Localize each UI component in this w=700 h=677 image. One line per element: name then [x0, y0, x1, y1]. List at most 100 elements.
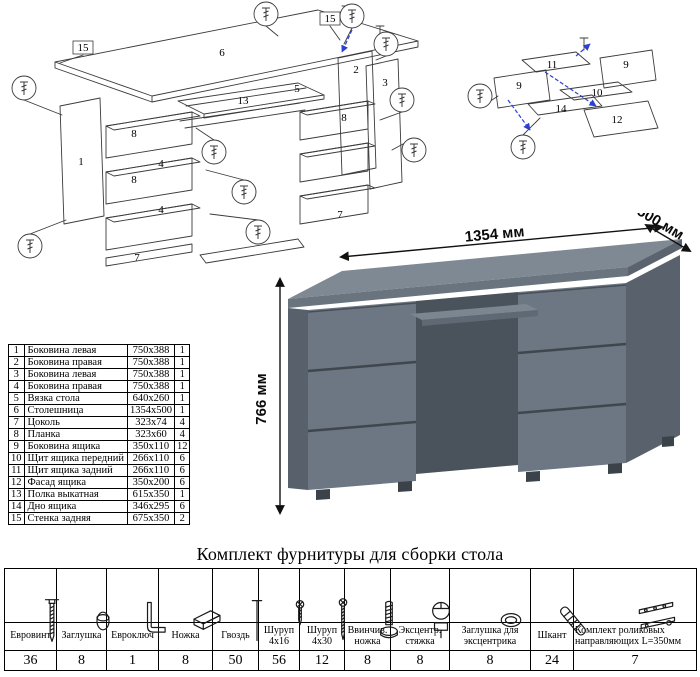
hex-key-icon	[146, 601, 166, 633]
fastener-callout-icon	[17, 233, 43, 259]
cap-icon	[95, 611, 110, 630]
screw-4x16-icon	[295, 599, 305, 625]
part-name: Цоколь	[23, 416, 128, 430]
diagram-part-label: 2	[353, 64, 359, 76]
diagram-part-label: 10	[592, 87, 604, 99]
part-size: 750x388	[126, 380, 175, 394]
diagram-part-label: 9	[623, 59, 629, 71]
part-name: Стенка задняя	[23, 512, 128, 526]
part-name: Щит ящика задний	[23, 464, 128, 478]
diagram-part-label: 1	[78, 156, 84, 168]
hardware-icon-cell	[106, 568, 166, 633]
fastener-callout-icon	[467, 83, 493, 109]
part-size: 750x388	[126, 343, 175, 358]
part-size: 350x110	[126, 440, 175, 454]
hardware-qty: 8	[56, 650, 107, 671]
hardware-icon-cell	[573, 568, 697, 629]
part-name: Боковина левая	[23, 368, 128, 382]
hardware-icon-cell	[530, 568, 586, 636]
screw-4x30-icon	[338, 597, 348, 640]
diagram-part-label: 7	[134, 252, 140, 264]
diagram-part-label: 12	[612, 114, 623, 126]
hardware-icon-cell	[212, 568, 262, 641]
part-qty: 6	[173, 464, 191, 478]
part-qty: 1	[173, 356, 191, 370]
assembly-direction-arrows	[341, 29, 597, 131]
part-size: 750x388	[126, 368, 175, 382]
part-number: 3	[8, 368, 25, 382]
hardware-qty: 8	[344, 650, 391, 671]
fastener-callout-icon	[339, 3, 365, 29]
hardware-qty: 8	[390, 650, 450, 671]
hardware-icon-cell	[258, 568, 305, 625]
part-size: 323x60	[126, 428, 175, 442]
part-number: 5	[8, 392, 25, 406]
part-size: 675x350	[126, 512, 175, 526]
diagram-part-label: 3	[382, 77, 388, 89]
part-size: 640x260	[126, 392, 175, 406]
roller-guides-icon	[638, 601, 676, 629]
part-name: Полка выкатная	[23, 488, 128, 502]
hardware-qty: 8	[158, 650, 213, 671]
hardware-icon-cell	[158, 568, 221, 630]
hardware-qty: 24	[530, 650, 574, 671]
fastener-callout-icon	[11, 75, 37, 101]
part-qty: 12	[173, 440, 191, 454]
part-name: Дно ящика	[23, 500, 128, 514]
leg-icon	[192, 609, 221, 630]
part-qty: 6	[173, 476, 191, 490]
diagram-part-label: 8	[131, 128, 137, 140]
desk-3d-render	[288, 239, 682, 500]
fastener-callout-icon	[245, 219, 271, 245]
part-size: 266x110	[126, 452, 175, 466]
diagram-part-label: 8	[131, 174, 137, 186]
part-size: 750x388	[126, 356, 175, 370]
part-number: 9	[8, 440, 25, 454]
hardware-name: Заглушка для эксцентрика	[449, 622, 531, 651]
diagram-part-label: 11	[547, 59, 558, 71]
hardware-icons-row	[4, 568, 697, 642]
hardware-kit-title: Комплект фурнитуры для сборки стола	[196, 544, 504, 564]
part-size: 266x110	[126, 464, 175, 478]
part-name: Столешница	[23, 404, 128, 418]
part-number: 14	[8, 500, 25, 514]
part-name: Боковина ящика	[23, 440, 128, 454]
fastener-callout-icon	[231, 179, 257, 205]
hardware-icon-cell	[4, 568, 59, 642]
hardware-qty: 36	[4, 650, 57, 671]
part-number: 1	[8, 343, 25, 358]
part-size: 323x74	[126, 416, 175, 430]
hardware-icon-cell	[390, 568, 450, 638]
part-name: Вязка стола	[23, 392, 128, 406]
part-qty: 4	[173, 428, 191, 442]
part-name: Боковина левая	[23, 343, 128, 358]
diagram-part-label: 14	[556, 103, 568, 115]
diagram-part-label: 15	[325, 13, 337, 25]
keyboard-tray	[410, 304, 538, 320]
screw-in-foot-icon	[379, 600, 398, 638]
diagram-label-box	[72, 40, 94, 55]
part-qty: 1	[173, 392, 191, 406]
hardware-icon-cell	[56, 568, 110, 630]
fastener-callout-icon	[401, 137, 427, 163]
nail-icon	[251, 599, 262, 641]
hardware-qty: 50	[212, 650, 259, 671]
part-qty: 1	[173, 380, 191, 394]
hardware-icon-cell	[344, 568, 398, 638]
diagram-part-label: 7	[337, 209, 343, 221]
fastener-callout-icon	[201, 139, 227, 165]
dimension-label: 766 мм	[253, 373, 270, 424]
